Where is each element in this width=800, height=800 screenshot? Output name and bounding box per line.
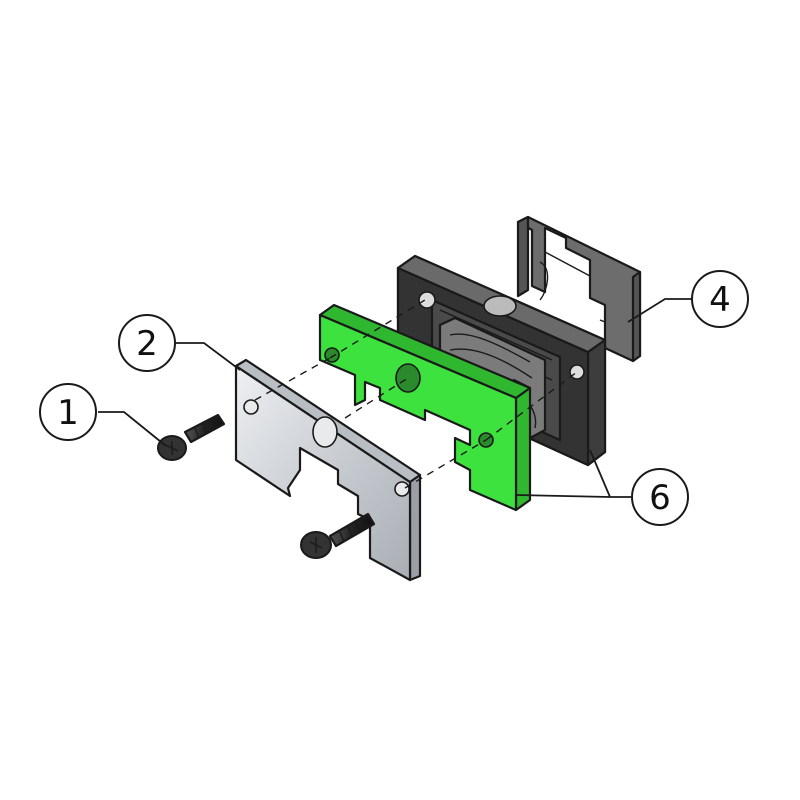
callout-2-label: 2: [136, 324, 158, 364]
callout-1-label: 1: [57, 393, 79, 433]
callout-4-label: 4: [709, 280, 731, 320]
metal-plate: [234, 358, 422, 582]
alignment-lines: [254, 299, 578, 489]
callout-6: 6: [515, 449, 689, 526]
screw-upper: [157, 413, 226, 461]
callout-6-label: 6: [649, 478, 671, 518]
callout-4: 4: [627, 270, 749, 328]
callout-1: 1: [39, 383, 167, 447]
screw-lower: [300, 512, 376, 559]
callout-2: 2: [118, 314, 241, 372]
